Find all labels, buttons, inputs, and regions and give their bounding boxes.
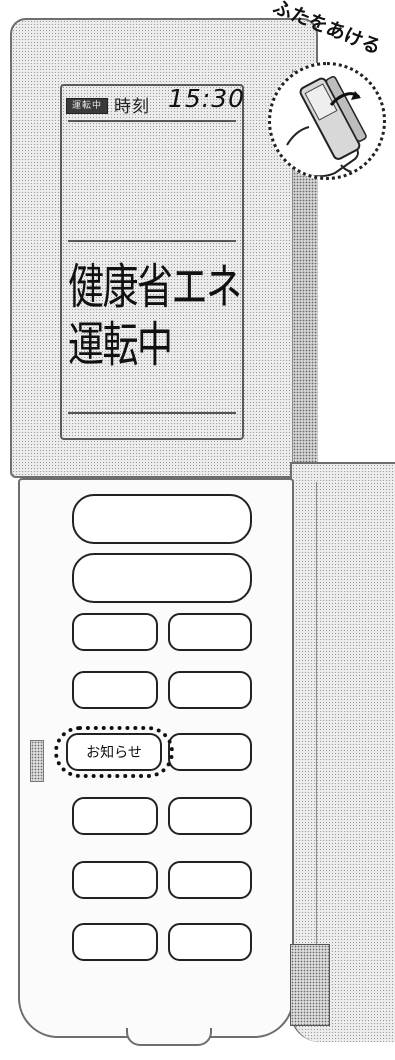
button-row6-left[interactable] — [72, 923, 158, 961]
mode-text-line2: 運転中 — [68, 317, 173, 373]
button-row5-right[interactable] — [168, 861, 252, 899]
status-badge: 運転中 — [66, 98, 108, 114]
wide-button-1[interactable] — [72, 494, 252, 544]
button-row4-right[interactable] — [168, 797, 252, 835]
button-row5-left[interactable] — [72, 861, 158, 899]
wide-button-2[interactable] — [72, 553, 252, 603]
battery-clip — [290, 944, 330, 1026]
button-row2-left[interactable] — [72, 671, 158, 709]
button-row1-right[interactable] — [168, 613, 252, 651]
time-label: 時刻 — [114, 97, 150, 117]
notice-label: お知らせ — [86, 745, 142, 761]
side-edge-line — [304, 482, 317, 1012]
button-row2-right[interactable] — [168, 671, 252, 709]
time-value: 15:30 — [168, 84, 246, 113]
side-latch — [30, 740, 44, 782]
screen-divider — [68, 412, 236, 414]
hand-holding-remote-icon — [280, 76, 376, 177]
button-row6-right[interactable] — [168, 923, 252, 961]
notice-button[interactable]: お知らせ — [66, 733, 162, 771]
screen-divider — [68, 120, 236, 122]
notice-highlight-outline — [54, 726, 174, 778]
button-row4-left[interactable] — [72, 797, 158, 835]
lcd-screen: 運転中 時刻 15:30 健康省エネ 運転中 — [60, 84, 244, 440]
mode-text-line1: 健康省エネ — [68, 259, 242, 315]
open-lid-illustration — [268, 62, 386, 180]
bottom-tab — [126, 1028, 212, 1046]
button-row3-right[interactable] — [168, 733, 252, 771]
screen-divider — [68, 240, 236, 242]
button-row1-left[interactable] — [72, 613, 158, 651]
